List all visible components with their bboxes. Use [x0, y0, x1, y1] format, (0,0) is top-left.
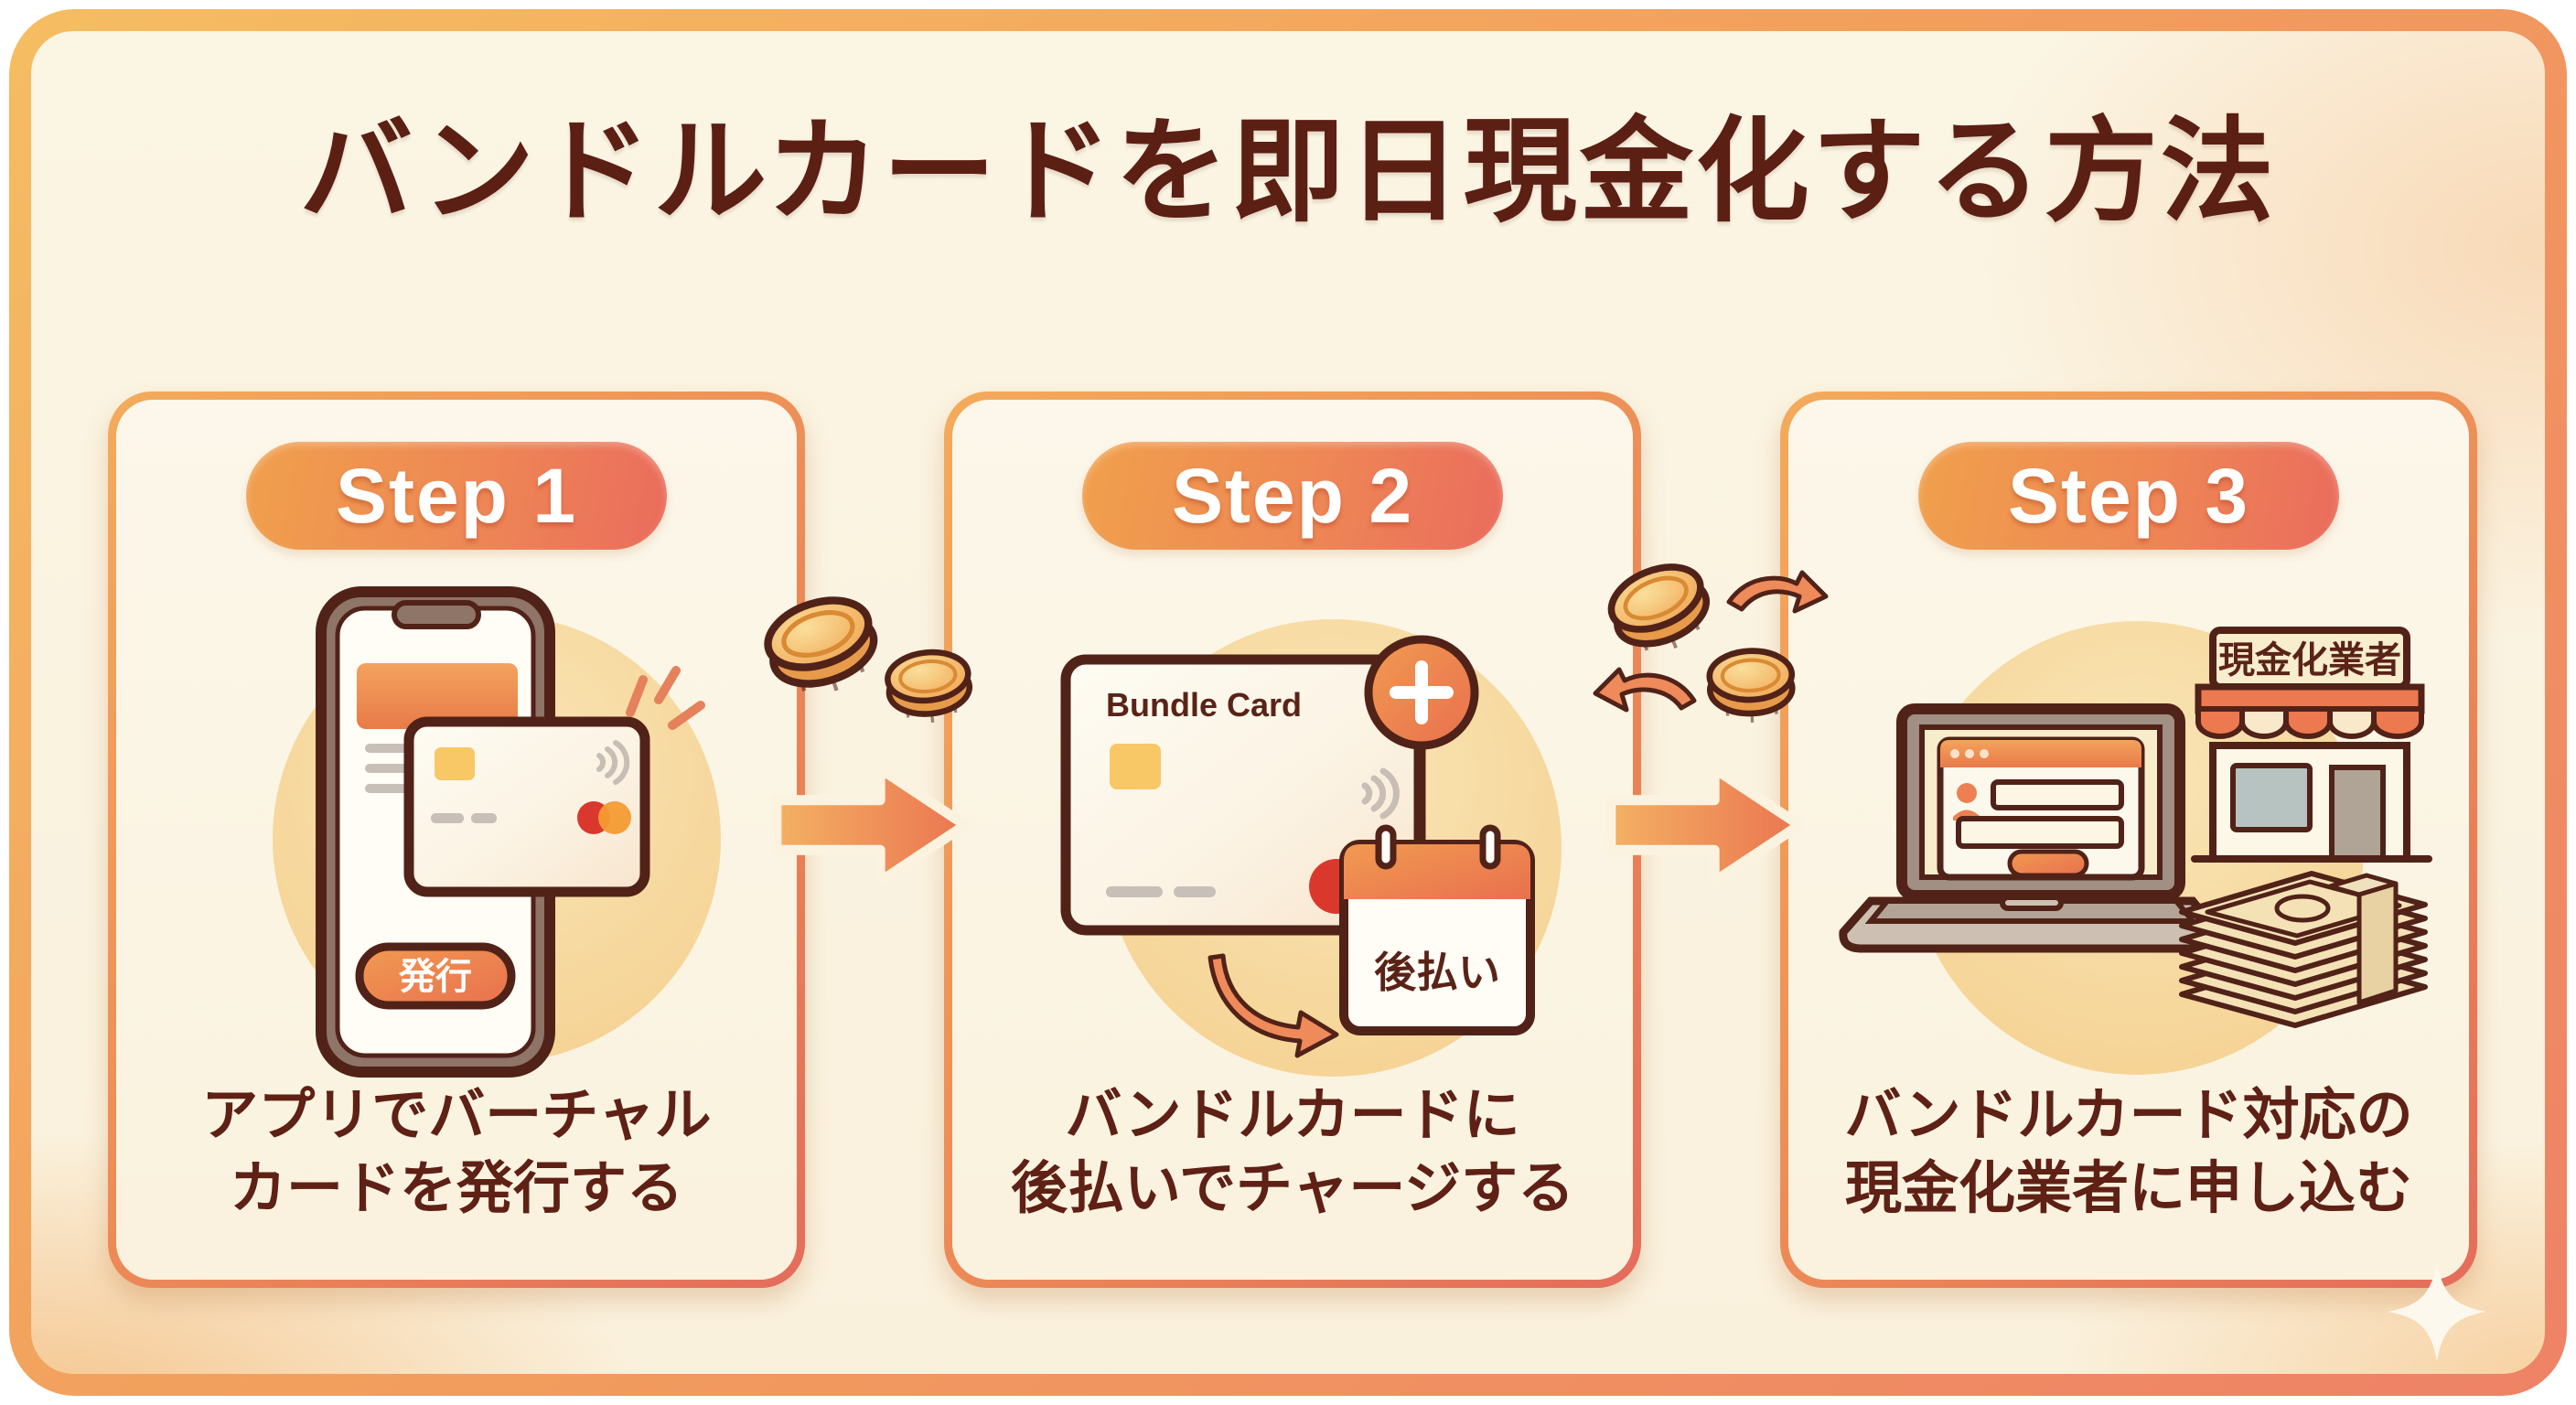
issue-button: 発行	[355, 942, 516, 1010]
apply-illustration: 現金化業者	[1839, 621, 2432, 1075]
pay-later-calendar-icon: 後払い	[1339, 824, 1535, 1035]
card-number-dashes	[431, 813, 497, 823]
nfc-waves-icon	[596, 740, 630, 785]
phone-notch	[392, 600, 481, 629]
store-awning	[2195, 706, 2424, 739]
coin-icon	[1706, 648, 1796, 724]
calendar-label: 後払い	[1374, 949, 1500, 996]
coin-icon	[1607, 563, 1711, 651]
sparkle-icon	[2388, 1262, 2486, 1361]
page-title: バンドルカードを即日現金化する方法	[299, 109, 2277, 235]
issue-button-label: 発行	[399, 957, 472, 997]
mastercard-logo	[577, 801, 631, 834]
step-1-caption-line2: カードを発行する	[229, 1157, 683, 1221]
step-2-caption-line2: 後払いでチャージする	[1010, 1157, 1575, 1221]
step-1-badge: Step 1	[246, 442, 667, 550]
laptop-illustration	[1839, 703, 2223, 953]
browser-dots-icon	[1950, 749, 1989, 758]
coin-icon	[885, 649, 973, 724]
step-3-caption: バンドルカード対応の 現金化業者に申し込む	[1788, 1079, 2469, 1227]
step-1-panel: Step 1	[108, 391, 805, 1288]
store-door	[2329, 765, 2386, 862]
step-1-caption-line1: アプリでバーチャル	[201, 1083, 712, 1147]
step-2-caption-line1: バンドルカードに	[1065, 1083, 1520, 1147]
step-2-panel-body: Step 2 Bundle Card	[952, 400, 1633, 1280]
step-3-caption-line1: バンドルカード対応の	[1844, 1083, 2413, 1147]
money-stack-icon	[2179, 871, 2428, 1028]
step-3-badge: Step 3	[1918, 442, 2339, 550]
browser-titlebar	[1940, 740, 2141, 767]
card-chip-icon	[1110, 744, 1161, 789]
step-1-caption: アプリでバーチャル カードを発行する	[116, 1079, 797, 1227]
store-illustration: 現金化業者	[2191, 627, 2432, 863]
bill-watermark	[2274, 894, 2331, 923]
form-field	[1956, 816, 2124, 849]
step-1-panel-body: Step 1	[116, 400, 797, 1280]
curved-arrow-right-icon	[1726, 570, 1829, 614]
app-header-block	[357, 663, 518, 729]
coin-icon	[764, 596, 878, 692]
arrow-right-icon	[771, 763, 971, 887]
calendar-ring	[1375, 824, 1397, 870]
form-field	[1991, 779, 2124, 810]
calendar-ring	[1479, 824, 1501, 870]
card-chip-icon	[435, 747, 475, 780]
bundle-card-brand-label: Bundle Card	[1106, 686, 1302, 724]
submit-button-pill	[2007, 849, 2089, 878]
step-2-caption: バンドルカードに 後払いでチャージする	[952, 1079, 1633, 1227]
bill-inner-border	[2205, 879, 2402, 938]
browser-window	[1937, 736, 2145, 881]
money-band-front	[2356, 881, 2399, 1005]
charge-illustration: Bundle Card	[1060, 619, 1562, 1077]
virtual-card-icon	[403, 716, 650, 897]
arrow-right-icon	[1605, 763, 1805, 887]
step-3-panel: Step 3 現金化業者	[1780, 391, 2477, 1288]
store-window	[2230, 763, 2313, 832]
calendar-header	[1344, 844, 1530, 899]
laptop-notch	[2000, 895, 2064, 911]
step-3-caption-line2: 現金化業者に申し込む	[1844, 1157, 2412, 1221]
sparkle-lines-icon	[626, 666, 705, 730]
curved-arrow-left-icon	[1593, 667, 1697, 713]
phone-illustration: 発行	[273, 586, 721, 1078]
card-number-dashes	[1106, 886, 1216, 897]
bundle-card-icon: Bundle Card	[1060, 654, 1424, 936]
nfc-waves-icon	[1361, 767, 1400, 820]
step-3-panel-body: Step 3 現金化業者	[1788, 400, 2469, 1280]
plus-icon	[1364, 635, 1479, 750]
step-2-panel: Step 2 Bundle Card	[944, 391, 1641, 1288]
store-sign-label: 現金化業者	[2218, 639, 2401, 681]
curved-arrow-icon	[1208, 953, 1339, 1058]
step-2-badge: Step 2	[1082, 442, 1503, 550]
